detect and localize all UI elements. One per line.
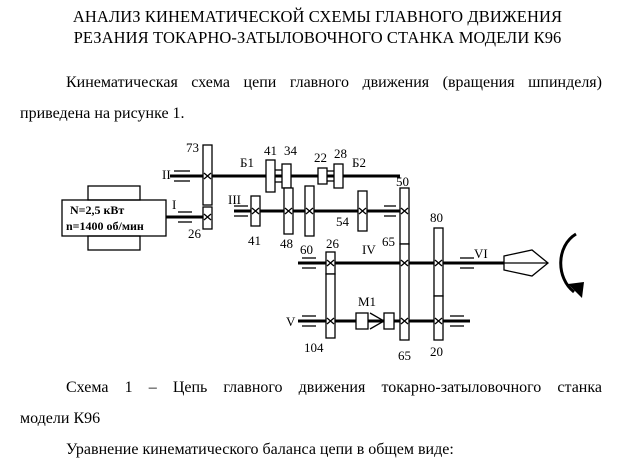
- motor-power-label: N=2,5 кВт: [70, 203, 124, 217]
- gear-label-54: 54: [336, 214, 350, 229]
- gear-label-65-shaft-V: 65: [398, 348, 411, 363]
- intro-paragraph-line-1: Кинематическая схема цепи главного движе…: [66, 74, 602, 91]
- gear-41-block-b1: [265, 159, 276, 193]
- gear-label-26-shaft-I: 26: [188, 226, 202, 241]
- gear-80: [433, 227, 444, 297]
- gear-label-26-shaft-IV: 26: [326, 236, 340, 251]
- figure-caption-line-1: Схема 1 – Цепь главного движения токарно…: [66, 379, 602, 396]
- clutch-m1: [355, 312, 395, 330]
- clutch-label-m1: М1: [358, 294, 376, 309]
- gear-104: [325, 273, 336, 339]
- rotation-arrow-icon: [559, 232, 584, 298]
- electric-motor: N=2,5 кВт n=1400 об/мин: [61, 185, 167, 251]
- gear-22-block-b2: [317, 167, 328, 185]
- shaft-label-IV: IV: [362, 242, 376, 257]
- gear-label-65-shaft-IV: 65: [382, 234, 395, 249]
- shaft-label-II: II: [162, 167, 171, 182]
- figure-caption-line-2: модели К96: [20, 410, 101, 427]
- intro-paragraph-line-2: приведена на рисунке 1.: [20, 105, 185, 122]
- gear-34-block-b1: [281, 163, 292, 189]
- block-label-b2: Б2: [352, 155, 366, 170]
- shaft-label-III: III: [228, 192, 241, 207]
- motor-speed-label: n=1400 об/мин: [66, 219, 144, 233]
- title-line-1: АНАЛИЗ КИНЕМАТИЧЕСКОЙ СХЕМЫ ГЛАВНОГО ДВИ…: [72, 7, 563, 26]
- gear-label-60: 60: [300, 242, 313, 257]
- gear-73: [202, 144, 213, 206]
- shaft-label-I: I: [172, 197, 176, 212]
- gear-label-48: 48: [280, 236, 293, 251]
- gear-50: [399, 187, 410, 245]
- gear-label-34: 34: [284, 143, 298, 158]
- title-line-2: РЕЗАНИЯ ТОКАРНО-ЗАТЫЛОВОЧНОГО СТАНКА МОД…: [73, 28, 562, 47]
- gear-label-41-b1: 41: [264, 143, 277, 158]
- gear-label-73: 73: [186, 140, 199, 155]
- gear-label-41-shaft-III: 41: [248, 233, 261, 248]
- gear-65-shaft-IV: [399, 243, 410, 341]
- block-label-b1: Б1: [240, 155, 254, 170]
- gear-20: [433, 295, 444, 341]
- spindle-nose: [503, 249, 550, 277]
- gear-label-20: 20: [430, 344, 443, 359]
- equation-intro: Уравнение кинематического баланса цепи в…: [66, 441, 454, 458]
- gear-label-22: 22: [314, 150, 327, 165]
- shaft-label-V: V: [286, 314, 296, 329]
- gear-label-50: 50: [396, 174, 409, 189]
- gear-26-shaft-I: [202, 206, 213, 230]
- gear-label-28: 28: [334, 146, 347, 161]
- gear-28-block-b2: [333, 163, 344, 189]
- shaft-label-VI: VI: [474, 246, 488, 261]
- gear-label-104: 104: [304, 340, 324, 355]
- gear-label-80: 80: [430, 210, 443, 225]
